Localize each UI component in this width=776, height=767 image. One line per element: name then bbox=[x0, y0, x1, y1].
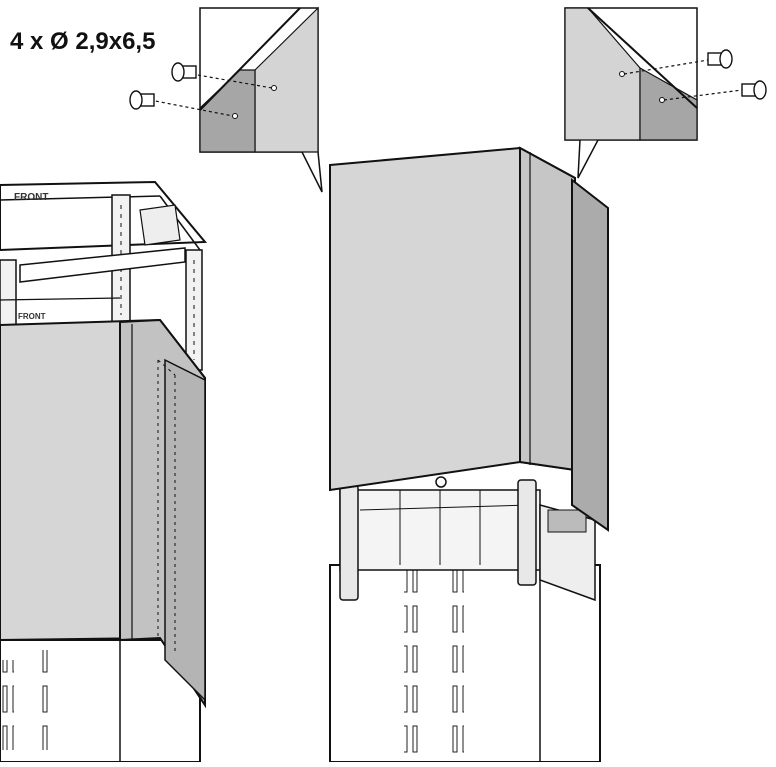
screw-icon bbox=[129, 90, 155, 110]
dotted-guide-icon bbox=[623, 59, 709, 75]
callout-left bbox=[129, 6, 323, 193]
frame-front-label-mid: FRONT bbox=[18, 312, 46, 321]
left-assembly bbox=[0, 180, 208, 763]
left-cover-panel bbox=[0, 318, 206, 709]
frame-crossbar bbox=[19, 247, 186, 283]
right-lower-chimney bbox=[329, 564, 601, 763]
right-slot-column-a bbox=[404, 570, 418, 755]
screw-icon bbox=[171, 62, 197, 82]
frame-front-label-top: FRONT bbox=[14, 192, 49, 203]
right-slot-column-b bbox=[450, 565, 464, 755]
screw-icon bbox=[741, 80, 767, 100]
screw-spec-label: 4 x Ø 2,9x6,5 bbox=[10, 28, 156, 55]
left-side-flap bbox=[164, 358, 206, 702]
dotted-guide-icon bbox=[191, 73, 273, 89]
right-assembly bbox=[329, 146, 609, 763]
support-frame bbox=[0, 180, 208, 371]
center-screw-hole bbox=[435, 476, 447, 488]
left-slot-column-b bbox=[40, 650, 52, 750]
right-upper-cover bbox=[329, 146, 609, 532]
screw-icon bbox=[707, 49, 733, 69]
right-leg-front bbox=[339, 484, 359, 601]
right-inner-frame bbox=[339, 476, 596, 602]
right-leg-middle bbox=[517, 479, 537, 586]
callout-right bbox=[564, 7, 767, 179]
left-slot-column-a bbox=[2, 660, 14, 750]
right-side-flap bbox=[571, 177, 609, 532]
